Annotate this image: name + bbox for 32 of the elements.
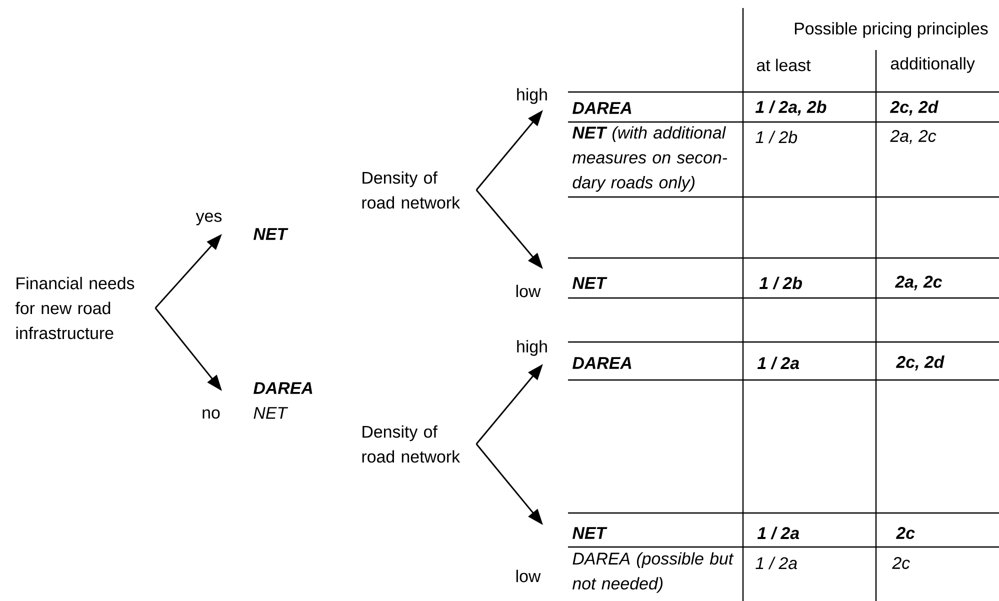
outcome-text: NET <box>254 228 288 240</box>
table-cell-text: NET <box>572 277 608 289</box>
edge-label: high <box>517 340 547 356</box>
table-cell-text: 1 / 2b <box>756 130 798 144</box>
column-heading: additionally <box>890 57 975 73</box>
table-cell-text: 1 / 2a, 2b <box>755 100 826 116</box>
table-cell-text: 2c <box>896 527 915 539</box>
table-cell-text: 2c, 2d <box>890 100 938 116</box>
edge-label: low <box>516 284 541 298</box>
table-cell-text: 2a, 2c <box>894 276 942 290</box>
column-heading: at least <box>756 58 811 72</box>
table-cell-text: DAREA <box>572 102 632 114</box>
table-cell-text: DAREA <box>572 357 632 369</box>
question-text: Financial needs for new road infrastructure <box>15 276 134 340</box>
edge-label: no <box>202 409 220 419</box>
table-cell-text: NET <box>572 527 608 539</box>
column-heading: Possible pricing principles <box>794 22 988 38</box>
table-cell-text: 2c <box>892 557 910 569</box>
table-cell-text: 1 / 2a <box>757 356 800 370</box>
outcome-text: DAREA NET <box>254 382 312 419</box>
table-cell-text: 1 / 2a <box>756 556 797 570</box>
question-text: Density of road network <box>362 171 460 209</box>
table-cell-text: 1 / 2a <box>757 526 800 540</box>
table-cell-text: 1 / 2b <box>759 276 802 290</box>
question-text: Density of road network <box>362 425 460 463</box>
table-cell-text: 2c, 2d <box>896 356 944 370</box>
edge-label: yes <box>196 212 222 226</box>
table-cell-text: DAREA (possible but not needed) <box>572 552 734 593</box>
table-cell-text: NET (with additional measures on secon-dary roads only) <box>572 126 728 192</box>
edge-label: high <box>517 88 547 104</box>
table-cell-text: 2a, 2c <box>890 130 936 144</box>
edge-label: low <box>516 570 541 582</box>
